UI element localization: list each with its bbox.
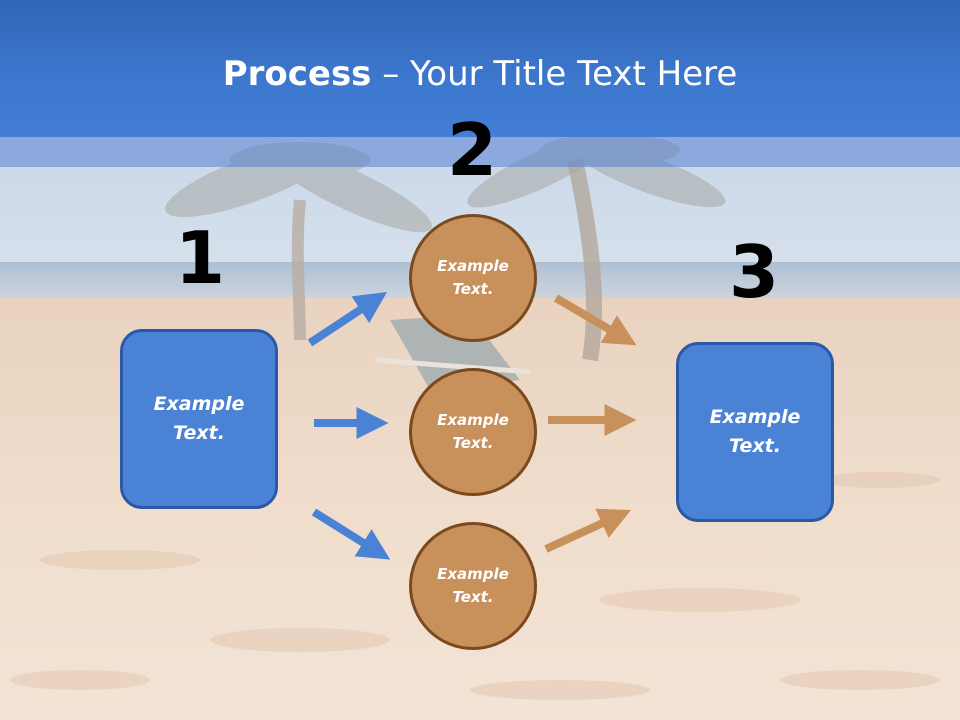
circle-middle-label: Example Text. (437, 411, 509, 452)
title-bold: Process (222, 54, 372, 94)
step-number-1: 1 (174, 216, 226, 300)
step-number-2: 2 (446, 108, 498, 192)
arrow-blue-down (311, 508, 391, 560)
step-3-label: Example Text. (709, 406, 801, 457)
step-2-circle-middle: Example Text. (409, 368, 537, 496)
header-band (0, 137, 960, 167)
page-title: Process – Your Title Text Here (0, 52, 960, 96)
step-1-box: Example Text. (120, 329, 278, 509)
header-bar (0, 0, 960, 137)
arrow-blue-up (307, 292, 388, 347)
step-number-3: 3 (728, 230, 780, 314)
step-2-circle-top: Example Text. (409, 214, 537, 342)
arrow-tan-down (553, 294, 637, 346)
step-2-circle-bottom: Example Text. (409, 522, 537, 650)
step-1-label: Example Text. (153, 393, 245, 444)
circle-bottom-label: Example Text. (437, 565, 509, 606)
title-rest: – Your Title Text Here (371, 54, 738, 94)
step-3-box: Example Text. (676, 342, 834, 522)
arrow-tan-up (544, 508, 632, 553)
circle-top-label: Example Text. (437, 257, 509, 298)
